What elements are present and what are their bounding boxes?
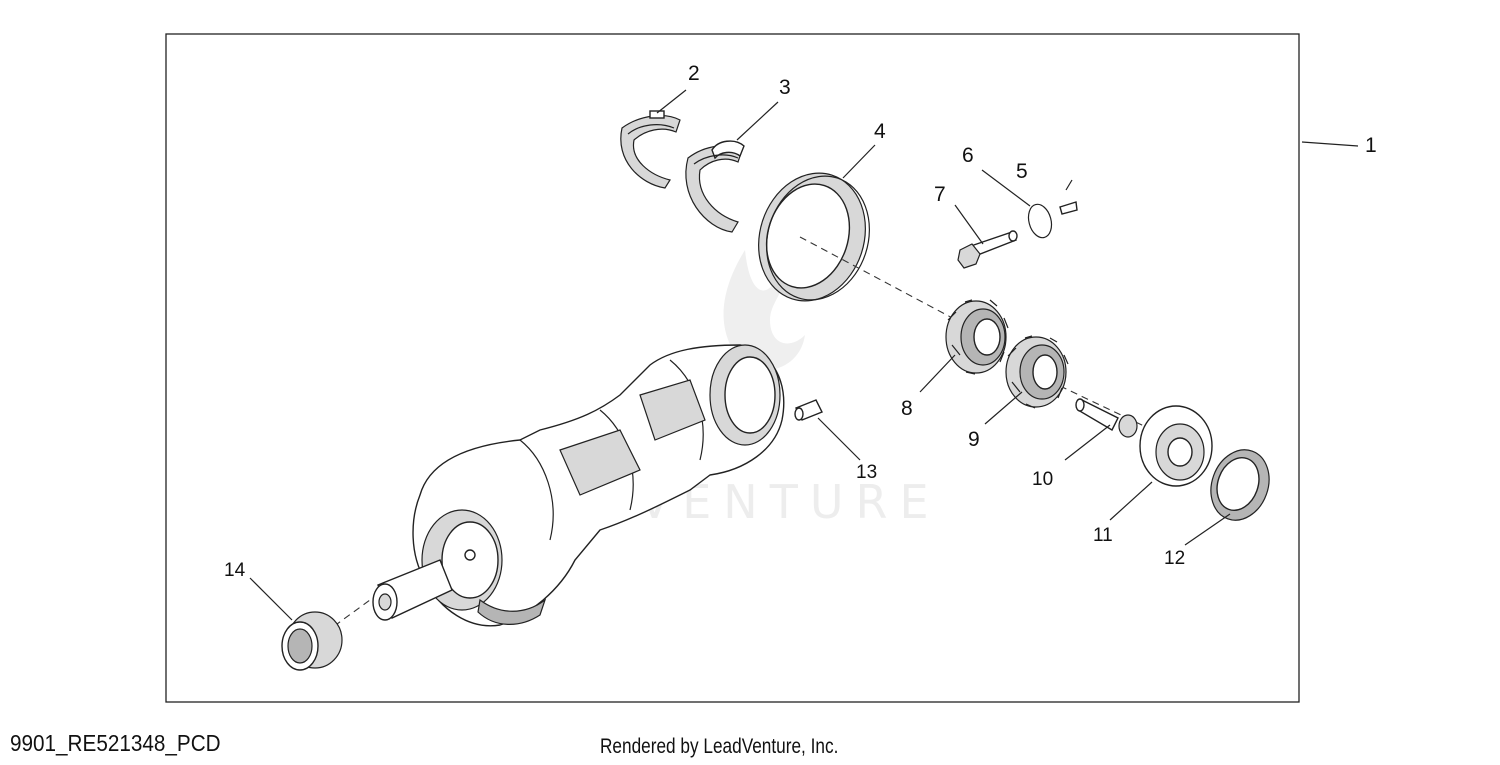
callout-2: 2 bbox=[688, 62, 700, 85]
thrust-plate bbox=[1139, 405, 1213, 487]
woodruff-key bbox=[1059, 201, 1078, 215]
watermark-logo bbox=[723, 250, 805, 371]
callout-8: 8 bbox=[901, 397, 913, 420]
thrust-washer bbox=[758, 172, 870, 302]
callout-1: 1 bbox=[1365, 134, 1377, 157]
oil-seal bbox=[1210, 449, 1270, 521]
crankshaft-gear bbox=[945, 299, 1009, 375]
idler-gear bbox=[1005, 335, 1069, 409]
callout-11: 11 bbox=[1093, 525, 1113, 546]
diagram-frame bbox=[165, 33, 1300, 703]
callout-7: 7 bbox=[934, 183, 946, 206]
crankshaft bbox=[372, 344, 785, 627]
bearing-shell-lower bbox=[685, 140, 745, 233]
callout-12: 12 bbox=[1164, 548, 1185, 569]
callout-14: 14 bbox=[224, 560, 246, 581]
callout-5: 5 bbox=[1016, 160, 1028, 183]
callout-13: 13 bbox=[856, 462, 877, 483]
callout-6: 6 bbox=[962, 144, 974, 167]
rendered-by-credit: Rendered by LeadVenture, Inc. bbox=[600, 735, 839, 758]
gear-shaft-bolt bbox=[1075, 398, 1138, 438]
snap-ring bbox=[1027, 203, 1053, 239]
front-bushing bbox=[281, 611, 343, 671]
callout-10: 10 bbox=[1032, 469, 1053, 490]
callout-4: 4 bbox=[874, 120, 886, 143]
callout-3: 3 bbox=[779, 76, 791, 99]
bearing-shell-upper bbox=[620, 110, 681, 189]
dowel-pin bbox=[794, 399, 823, 421]
drawing-id: 9901_RE521348_PCD bbox=[10, 730, 221, 756]
bolt bbox=[957, 230, 1018, 269]
callout-9: 9 bbox=[968, 428, 980, 451]
